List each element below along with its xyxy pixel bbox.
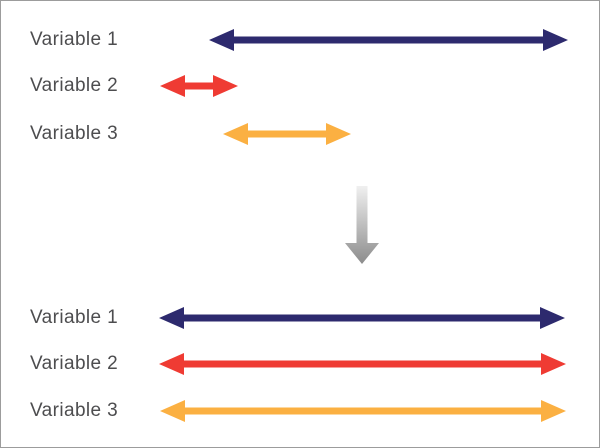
variable-label-after-variable-3: Variable 3 bbox=[30, 400, 119, 421]
variable-label-before-variable-1: Variable 1 bbox=[30, 29, 119, 50]
double-arrow-before-variable-1 bbox=[209, 29, 568, 51]
transform-down-arrow bbox=[345, 186, 379, 264]
double-arrow-before-variable-3 bbox=[223, 123, 351, 145]
double-arrow-after-variable-1 bbox=[159, 307, 565, 329]
variable-label-before-variable-3: Variable 3 bbox=[30, 123, 119, 144]
variable-label-before-variable-2: Variable 2 bbox=[30, 75, 119, 96]
variable-label-after-variable-1: Variable 1 bbox=[30, 307, 119, 328]
double-arrow-before-variable-2 bbox=[160, 75, 238, 97]
double-arrow-after-variable-2 bbox=[159, 353, 566, 375]
variable-label-after-variable-2: Variable 2 bbox=[30, 353, 119, 374]
double-arrow-after-variable-3 bbox=[160, 400, 566, 422]
